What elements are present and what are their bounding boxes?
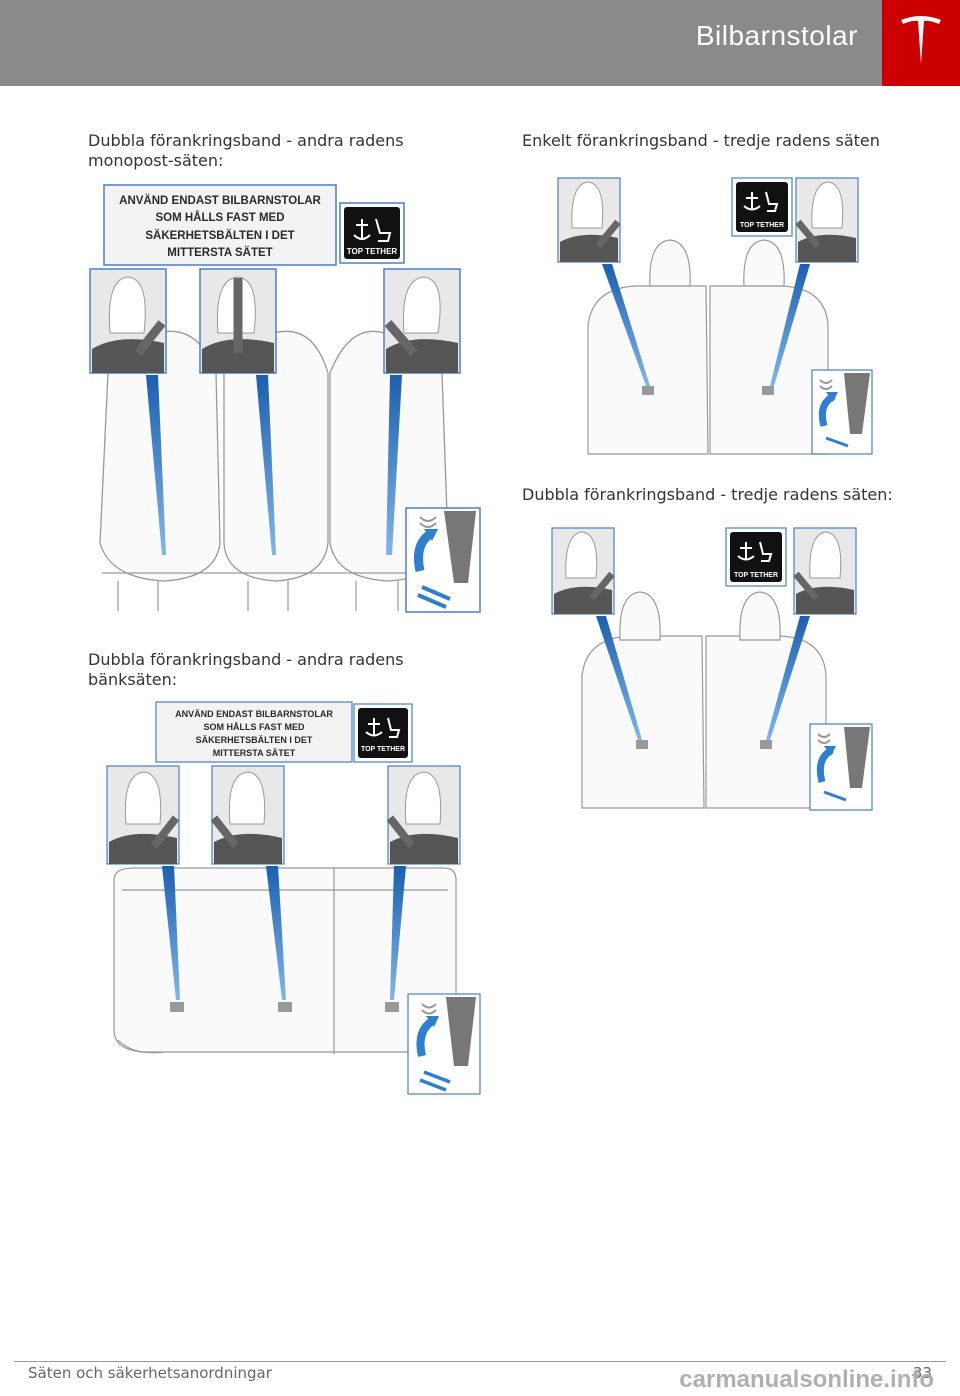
top-tether-icon: TOP TETHER (353, 703, 413, 763)
figure-third-row-single: TOP TETHER (557, 177, 873, 455)
watermark: carmanualsonline.info (679, 1366, 934, 1393)
anchor-callout (809, 723, 873, 811)
figure-third-row-dual: TOP TETHER (551, 527, 873, 811)
label-line1: ANVÄND ENDAST BILBARNSTOLAR (119, 194, 321, 207)
svg-text:TOP TETHER: TOP TETHER (361, 746, 405, 753)
anchor-callout (405, 507, 481, 613)
anchor-callout (811, 369, 873, 455)
caption-s2: Dubbla förankringsband - andra radens bä… (88, 650, 404, 689)
top-tether-icon: TOP TETHER (339, 202, 405, 264)
label-line2: SOM HÅLLS FAST MED (155, 211, 284, 224)
warning-label: ANVÄND ENDAST BILBARNSTOLAR SOM HÅLLS FA… (155, 701, 353, 763)
tesla-logo-icon (901, 16, 941, 64)
caption-s3: Enkelt förankringsband - tredje radens s… (522, 131, 880, 150)
footer-divider (14, 1361, 946, 1362)
footer-section-title: Säten och säkerhetsanordningar (28, 1364, 272, 1382)
headrest-callouts (557, 177, 859, 263)
caption-s4: Dubbla förankringsband - tredje radens s… (522, 485, 893, 504)
page-title: Bilbarnstolar (695, 20, 858, 51)
page-number: 33 (912, 1364, 932, 1382)
svg-text:ANVÄND ENDAST BILBARNSTOLAR: ANVÄND ENDAST BILBARNSTOLAR (175, 709, 333, 719)
svg-text:TOP TETHER: TOP TETHER (740, 222, 784, 229)
svg-text:TOP TETHER: TOP TETHER (347, 247, 398, 256)
figure-monopost-seats: ANVÄND ENDAST BILBARNSTOLAR SOM HÅLLS FA… (89, 184, 481, 613)
tether-straps (602, 264, 810, 386)
warning-label: ANVÄND ENDAST BILBARNSTOLAR SOM HÅLLS FA… (103, 184, 337, 266)
headrest-callouts (89, 268, 461, 374)
label-line4: MITTERSTA SÄTET (167, 246, 272, 259)
svg-text:TOP TETHER: TOP TETHER (734, 572, 778, 579)
page-header: Bilbarnstolar (0, 0, 960, 86)
headrest-callouts (551, 527, 857, 615)
top-tether-icon: TOP TETHER (725, 527, 787, 587)
label-line3: SÄKERHETSBÄLTEN I DET (145, 229, 294, 242)
logo-box (882, 0, 960, 86)
svg-text:MITTERSTA SÄTET: MITTERSTA SÄTET (213, 748, 296, 758)
tether-straps (162, 866, 406, 1000)
caption-s1: Dubbla förankringsband - andra radens mo… (88, 131, 404, 170)
top-tether-icon: TOP TETHER (731, 177, 793, 237)
tether-straps (596, 616, 810, 740)
headrest-callouts (106, 765, 461, 865)
anchor-callout (407, 993, 481, 1095)
svg-text:SOM HÅLLS FAST MED: SOM HÅLLS FAST MED (204, 722, 306, 732)
tether-straps (146, 375, 402, 555)
svg-text:SÄKERHETSBÄLTEN I DET: SÄKERHETSBÄLTEN I DET (196, 735, 313, 745)
figure-bench-seats: ANVÄND ENDAST BILBARNSTOLAR SOM HÅLLS FA… (106, 701, 481, 1095)
